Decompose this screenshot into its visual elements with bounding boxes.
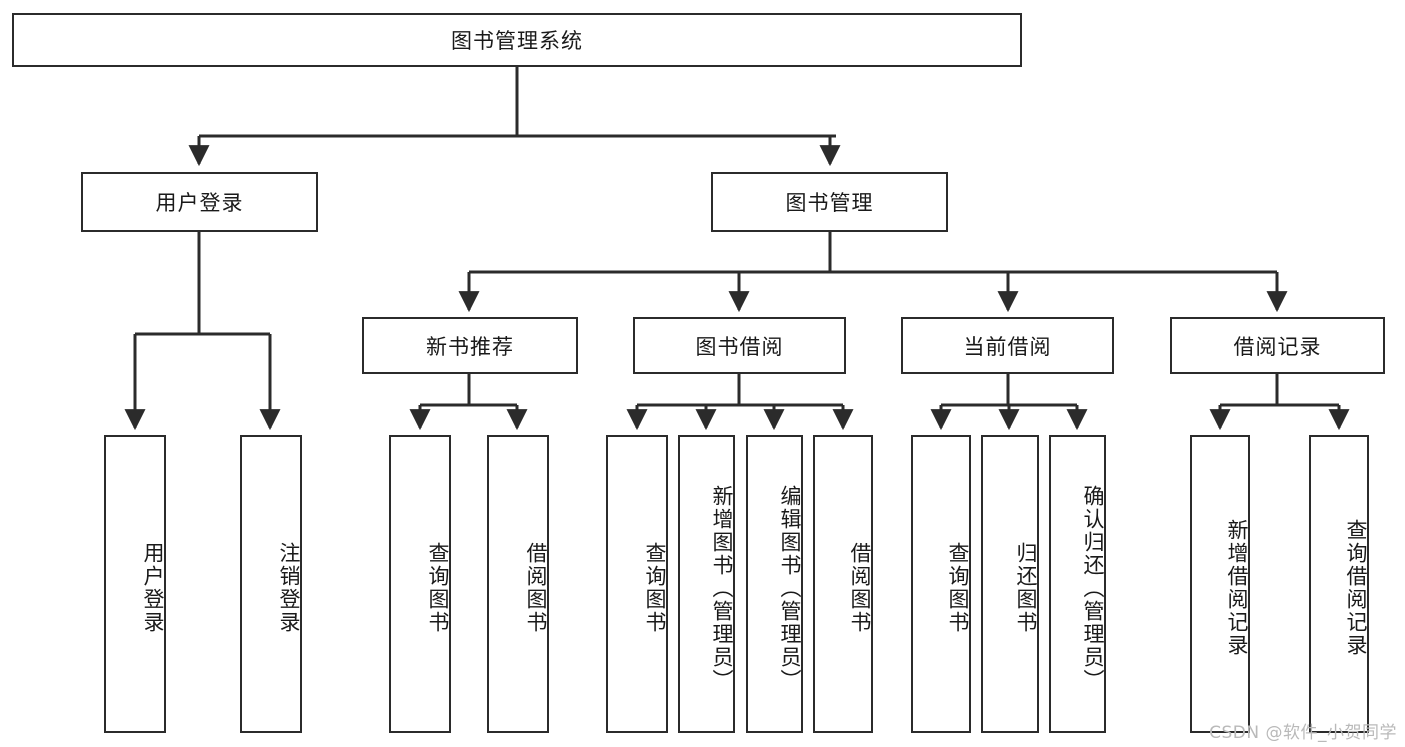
node-label: 借阅图书 (848, 542, 872, 634)
node-label: 图书管理系统 (451, 29, 583, 53)
node-label: 借阅图书 (524, 542, 548, 634)
leaf-current-return-book[interactable]: 归还图书 (981, 435, 1039, 733)
leaf-record-add-record[interactable]: 新增借阅记录 (1190, 435, 1250, 733)
node-label: 新增借阅记录 (1225, 519, 1249, 657)
node-label: 用户登录 (155, 191, 244, 215)
node-label: 确认归还（管理员） (1081, 484, 1105, 692)
leaf-borrow-edit-book-admin[interactable]: 编辑图书（管理员） (746, 435, 803, 733)
node-label: 图书管理 (785, 191, 874, 215)
leaf-record-query-record[interactable]: 查询借阅记录 (1309, 435, 1369, 733)
node-label: 借阅记录 (1233, 334, 1322, 359)
node-book-borrow[interactable]: 图书借阅 (633, 317, 846, 374)
leaf-borrow-query-book[interactable]: 查询图书 (606, 435, 668, 733)
leaf-current-confirm-return-admin[interactable]: 确认归还（管理员） (1049, 435, 1106, 733)
leaf-user-login-logout[interactable]: 注销登录 (240, 435, 302, 733)
leaf-new-book-borrow[interactable]: 借阅图书 (487, 435, 549, 733)
node-user-login[interactable]: 用户登录 (81, 172, 318, 232)
node-label: 编辑图书（管理员） (778, 484, 802, 692)
node-book-management[interactable]: 图书管理 (711, 172, 948, 232)
node-new-book-recommend[interactable]: 新书推荐 (362, 317, 578, 374)
leaf-user-login-login[interactable]: 用户登录 (104, 435, 166, 733)
node-label: 新书推荐 (426, 334, 514, 359)
csdn-watermark: CSDN @软件_小贺同学 (1209, 723, 1397, 743)
node-label: 查询图书 (426, 542, 450, 634)
node-label: 查询图书 (643, 542, 667, 634)
node-label: 注销登录 (277, 542, 301, 634)
node-label: 查询图书 (946, 542, 970, 634)
node-borrow-record[interactable]: 借阅记录 (1170, 317, 1385, 374)
node-label: 归还图书 (1014, 542, 1038, 634)
node-label: 查询借阅记录 (1344, 519, 1368, 657)
leaf-borrow-add-book-admin[interactable]: 新增图书（管理员） (678, 435, 735, 733)
node-root-system[interactable]: 图书管理系统 (12, 13, 1022, 67)
leaf-current-query-book[interactable]: 查询图书 (911, 435, 971, 733)
leaf-borrow-borrow-book[interactable]: 借阅图书 (813, 435, 873, 733)
node-label: 用户登录 (141, 542, 165, 634)
node-label: 新增图书（管理员） (710, 484, 734, 692)
node-label: 图书借阅 (695, 334, 784, 359)
leaf-new-book-query[interactable]: 查询图书 (389, 435, 451, 733)
node-current-borrow[interactable]: 当前借阅 (901, 317, 1114, 374)
node-label: 当前借阅 (963, 334, 1052, 359)
